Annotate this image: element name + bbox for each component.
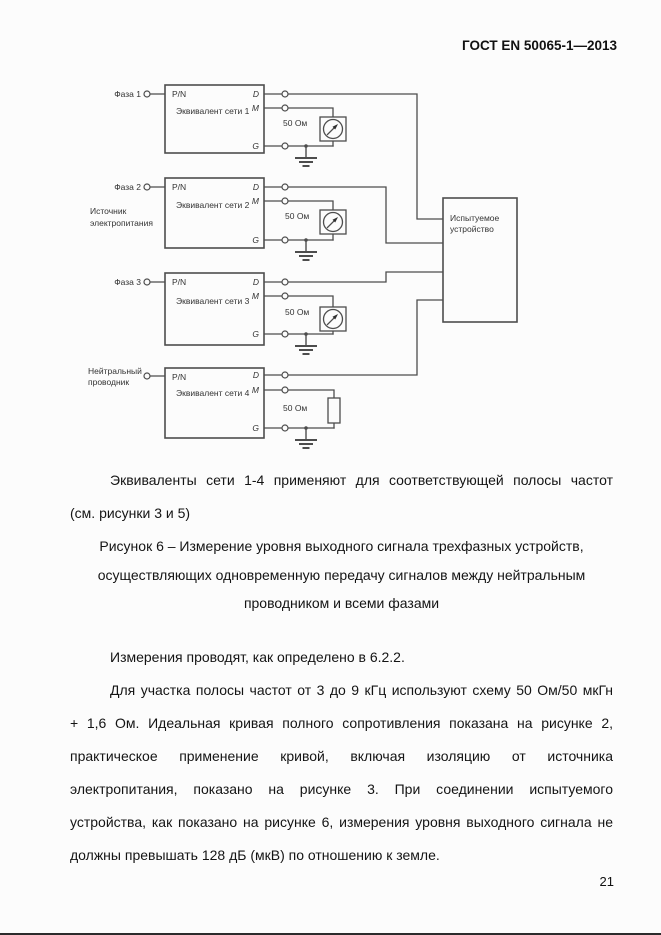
pn-3-label: P/N (172, 277, 186, 287)
text-line: Эквиваленты сети 1-4 применяют для соотв… (110, 472, 613, 488)
dut-label-line1: Испытуемое (450, 213, 500, 223)
pn-4-label: P/N (172, 372, 186, 382)
phase-2-label: Фаза 2 (114, 182, 141, 192)
terminal-m4-label: M (252, 385, 260, 395)
phase-3-terminal (143, 278, 151, 286)
text-line: практическое применение кривой, включая … (70, 748, 613, 764)
power-source-label-line2: электропитания (90, 218, 153, 228)
ground-4-icon (295, 427, 317, 449)
terminal-g2-label: G (252, 235, 259, 245)
equivalent-network-2: Фаза 2 Источник электропитания P/N Эквив… (90, 177, 444, 261)
terminal-g4-label: G (252, 423, 259, 433)
terminal-g3-label: G (252, 329, 259, 339)
wire-d3-to-dut (263, 271, 444, 283)
page-number: 21 (599, 874, 614, 889)
network-4-title: Эквивалент сети 4 (176, 388, 250, 398)
neutral-terminal (143, 372, 151, 380)
text-line: устройства, как показано на рисунке 6, и… (70, 814, 613, 830)
network-1-box (164, 84, 265, 154)
phase-3-label: Фаза 3 (114, 277, 141, 287)
power-source-label-line1: Источник (90, 206, 127, 216)
ground-1-icon (295, 145, 317, 167)
network-4-box (164, 367, 265, 439)
terminal-m3-label: M (252, 291, 260, 301)
phase-1-label: Фаза 1 (114, 89, 141, 99)
neutral-label-line1: Нейтральный (88, 366, 142, 376)
terminal-d3-label: D (253, 277, 259, 287)
paragraph-equivalents: Эквиваленты сети 1-4 применяют для соотв… (70, 464, 613, 530)
phase-1-terminal (143, 90, 151, 98)
impedance-2-label: 50 Ом (285, 211, 309, 221)
dut-label-line2: устройство (450, 224, 494, 234)
text-line: + 1,6 Ом. Идеальная кривая полного сопро… (70, 715, 613, 731)
pn-2-label: P/N (172, 182, 186, 192)
network-3-title: Эквивалент сети 3 (176, 296, 250, 306)
phase-2-terminal (143, 183, 151, 191)
neutral-label-line2: проводник (88, 377, 129, 387)
equivalent-network-4: Нейтральный проводник P/N Эквивалент сет… (88, 299, 444, 449)
wire-d2-to-dut (263, 186, 444, 244)
equivalent-network-1: Фаза 1 P/N Эквивалент сети 1 D M G 50 Ом (114, 84, 444, 220)
caption-line: осуществляющих одновременную передачу си… (97, 566, 586, 583)
terminal-d1-label: D (253, 89, 259, 99)
wire-m3 (263, 295, 334, 308)
terminal-d4-label: D (253, 370, 259, 380)
terminal-m2-label: M (252, 196, 260, 206)
ground-2-icon (295, 239, 317, 261)
network-2-box (164, 177, 265, 249)
text-line: должны превышать 128 дБ (мкВ) по отношен… (70, 847, 440, 863)
level-meter-3-icon (319, 306, 347, 332)
figure-6-circuit-diagram: Фаза 1 P/N Эквивалент сети 1 D M G 50 Ом… (88, 84, 518, 449)
terminal-g1-label: G (252, 141, 259, 151)
level-meter-1-icon (319, 116, 347, 142)
caption-line: проводником и всеми фазами (243, 595, 440, 611)
wire-m1 (263, 107, 334, 118)
terminal-m1-label: M (252, 103, 260, 113)
resistor-4-icon (327, 397, 341, 424)
network-1-title: Эквивалент сети 1 (176, 106, 250, 116)
ground-3-icon (295, 333, 317, 355)
text-line: Измерения проводят, как определено в 6.2… (110, 649, 405, 665)
impedance-4-label: 50 Ом (283, 403, 307, 413)
text-line: электропитания, показано на рисунке 3. П… (70, 781, 613, 797)
wire-d4-to-dut (263, 299, 444, 376)
figure-6-caption: Рисунок 6 – Измерение уровня выходного с… (70, 532, 613, 618)
pn-1-label: P/N (172, 89, 186, 99)
wire-d1-to-dut (263, 93, 444, 220)
network-3-box (164, 272, 265, 346)
level-meter-2-icon (319, 209, 347, 235)
network-2-title: Эквивалент сети 2 (176, 200, 250, 210)
terminal-d2-label: D (253, 182, 259, 192)
wire-m2 (263, 200, 334, 211)
document-number: ГОСТ EN 50065-1—2013 (462, 38, 617, 53)
impedance-1-label: 50 Ом (283, 118, 307, 128)
paragraph-measurements: Измерения проводят, как определено в 6.2… (70, 641, 613, 872)
wire-m4 (263, 389, 335, 399)
device-under-test: Испытуемое устройство (442, 197, 518, 323)
equivalent-network-3: Фаза 3 P/N Эквивалент сети 3 D M G 50 Ом (114, 271, 444, 355)
caption-line: Рисунок 6 – Измерение уровня выходного с… (99, 538, 584, 554)
text-line: Для участка полосы частот от 3 до 9 кГц … (110, 682, 613, 698)
impedance-3-label: 50 Ом (285, 307, 309, 317)
text-line: (см. рисунки 3 и 5) (70, 505, 191, 521)
dut-box (442, 197, 518, 323)
